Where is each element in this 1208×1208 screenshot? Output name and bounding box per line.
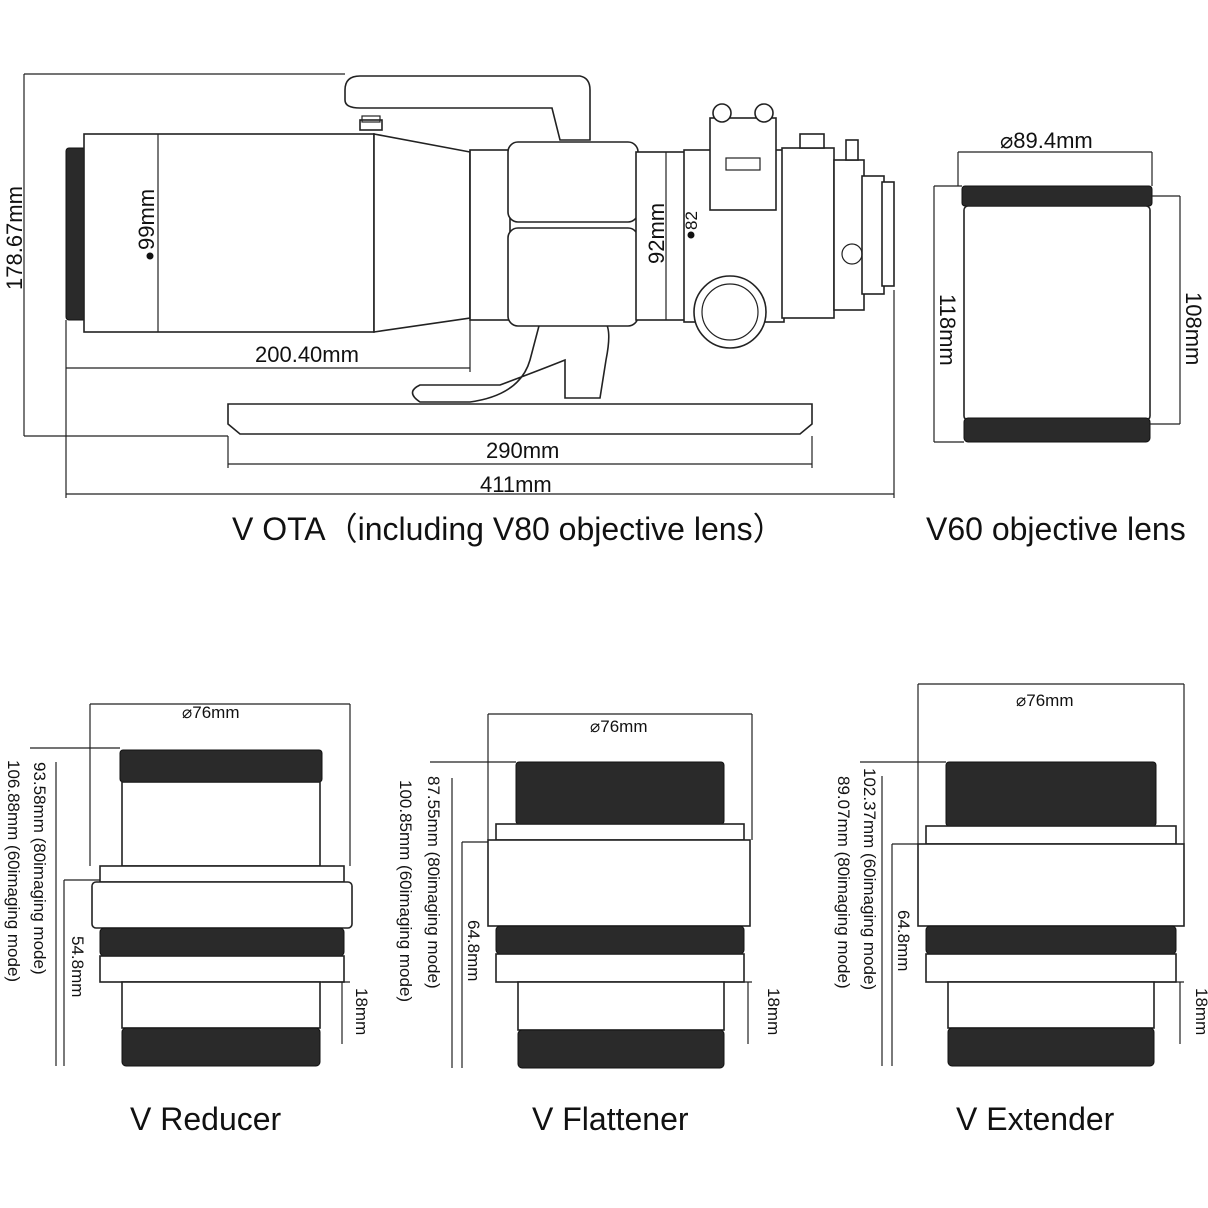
ota-caption: V OTA（including V80 objective lens） <box>232 511 785 547</box>
v60-diameter-label: ⌀89.4mm <box>1000 128 1093 153</box>
reducer-mid-label: 54.8mm <box>68 936 87 997</box>
extender-caption: V Extender <box>956 1101 1115 1137</box>
reducer-diameter-label: ⌀76mm <box>182 703 239 722</box>
ota-tube-diameter-label: 99mm <box>134 189 159 250</box>
extender-inner-label: 89.07mm (80imaging mode) <box>834 776 853 989</box>
ota-focuser-small-label: 82 <box>682 211 701 230</box>
extender-small-label: 18mm <box>1192 988 1208 1035</box>
reducer-caption: V Reducer <box>130 1101 282 1137</box>
flattener-small-label: 18mm <box>764 988 783 1035</box>
reducer-outer-label: 106.88mm (60imaging mode) <box>4 760 23 982</box>
v60-right-height-label: 108mm <box>1181 292 1206 365</box>
flattener-drawing <box>430 713 753 1069</box>
ota-height-label: 178.67mm <box>2 186 27 290</box>
v60-left-height-label: 118mm <box>935 294 960 366</box>
reducer-drawing <box>30 703 353 1067</box>
flattener-caption: V Flattener <box>532 1101 689 1137</box>
focuser-dot <box>687 231 695 239</box>
extender-diameter-label: ⌀76mm <box>1016 691 1073 710</box>
ota-drawing <box>23 73 895 498</box>
ota-focuser-diameter-label: 92mm <box>644 203 669 264</box>
v60-drawing <box>933 151 1181 443</box>
reducer-small-label: 18mm <box>352 988 371 1035</box>
flattener-outer-label: 100.85mm (60imaging mode) <box>396 780 415 1002</box>
flattener-diameter-label: ⌀76mm <box>590 717 647 736</box>
ota-rail-length-label: 290mm <box>486 438 559 463</box>
extender-drawing <box>860 683 1185 1067</box>
v60-caption: V60 objective lens <box>926 511 1186 547</box>
extender-outer-label: 102.37mm (60imaging mode) <box>860 768 879 990</box>
ota-tube-length-label: 200.40mm <box>255 342 359 367</box>
reducer-inner-label: 93.58mm (80imaging mode) <box>30 762 49 975</box>
flattener-inner-label: 87.55mm (80imaging mode) <box>424 776 443 989</box>
ota-total-length-label: 411mm <box>480 472 552 497</box>
tube-dot <box>146 252 154 260</box>
flattener-mid-label: 64.8mm <box>464 920 483 981</box>
extender-mid-label: 64.8mm <box>894 910 913 971</box>
